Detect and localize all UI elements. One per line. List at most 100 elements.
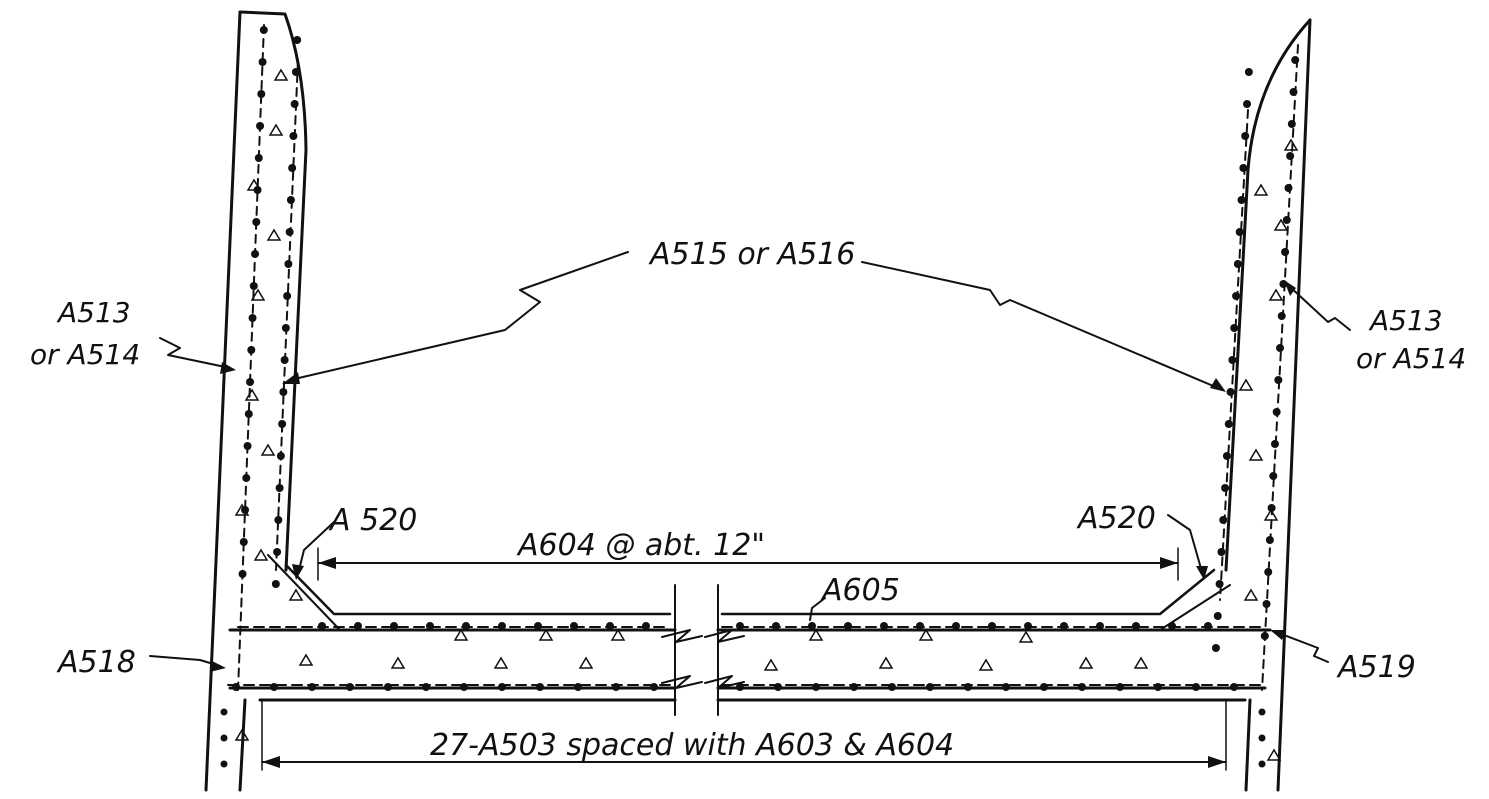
label-top-long: A605	[820, 573, 900, 608]
rebar-dot	[258, 58, 267, 66]
rebar-dot	[1230, 324, 1239, 332]
rebar-dot	[808, 622, 816, 630]
rebar-dot	[318, 622, 326, 630]
rebar-dot	[1040, 683, 1048, 691]
label-stirrup-outer-right-line2: or A514	[1356, 342, 1466, 375]
aggregate-mark	[1078, 656, 1094, 669]
rebar-dot	[1287, 120, 1296, 128]
rebar-dot	[1277, 312, 1286, 320]
rebar-dot	[220, 734, 228, 742]
aggregate-mark	[298, 653, 314, 666]
dimension-bottom	[261, 699, 1227, 771]
aggregate-mark	[260, 443, 276, 456]
rebar-dot	[1244, 68, 1253, 76]
aggregate-mark	[878, 656, 894, 669]
rebar-dot	[270, 683, 278, 691]
aggregate-mark	[234, 728, 250, 741]
aggregate-mark	[493, 656, 509, 669]
label-stirrup-outer-right-line1: A513	[1368, 304, 1443, 337]
rebar-dot	[426, 622, 434, 630]
aggregate-mark	[390, 656, 406, 669]
rebar-dot	[1286, 152, 1295, 160]
rebar-dot	[289, 132, 298, 140]
rebar-dot	[1002, 683, 1010, 691]
aggregate-mark	[253, 548, 269, 561]
rebar-dot	[650, 683, 658, 691]
left-wall	[204, 10, 308, 792]
rebar-dot	[536, 683, 544, 691]
rebar-dot	[1221, 484, 1230, 492]
rebar-dot	[259, 26, 268, 34]
rebar-dot	[1258, 734, 1266, 742]
aggregate-mark	[234, 503, 250, 516]
rebar-dot	[1282, 216, 1291, 224]
rebar-dot	[1243, 100, 1252, 108]
rebar-dot	[291, 68, 300, 76]
rebar-dot	[1276, 344, 1285, 352]
rebar-dot	[1204, 622, 1212, 630]
rebar-dot	[274, 516, 283, 524]
rebar-dot	[1116, 683, 1124, 691]
rebar-dot	[888, 683, 896, 691]
rebar-dot	[1237, 196, 1246, 204]
label-bottom-bars: 27-A503 spaced with A603 & A604	[430, 728, 954, 763]
rebar-dot	[926, 683, 934, 691]
rebar-dot	[1230, 683, 1238, 691]
break-lines	[661, 584, 745, 716]
rebar-dot	[850, 683, 858, 691]
aggregate-mark	[1253, 183, 1269, 196]
aggregate-mark	[244, 388, 260, 401]
rebar-dot	[612, 683, 620, 691]
rebar-dot	[1078, 683, 1086, 691]
rebar-dot	[283, 292, 292, 300]
rebar-dot	[1270, 440, 1279, 448]
rebar-dot	[1132, 622, 1140, 630]
rebar-dot	[252, 218, 261, 226]
rebar-dot	[1264, 568, 1273, 576]
rebar-dot	[308, 683, 316, 691]
rebar-dot	[293, 36, 302, 44]
rebar-dot	[273, 548, 282, 556]
rebar-dot	[1222, 452, 1231, 460]
aggregate-mark	[1248, 448, 1264, 461]
rebar-dot	[284, 260, 293, 268]
rebar-dot	[1289, 88, 1298, 96]
rebar-dot	[354, 622, 362, 630]
rebar-dot	[1219, 516, 1228, 524]
rebar-dot	[346, 683, 354, 691]
aggregate-mark	[918, 628, 934, 641]
rebar-dot	[952, 622, 960, 630]
rebar-dot	[1241, 132, 1250, 140]
rebar-dot	[220, 760, 228, 768]
aggregate-mark	[1266, 748, 1282, 761]
aggregate-mark	[1273, 218, 1289, 231]
rebar-dot	[1226, 388, 1235, 396]
rebar-dot	[290, 100, 299, 108]
aggregate-mark	[1243, 588, 1259, 601]
aggregate-mark	[453, 628, 469, 641]
rebar-dot	[1213, 612, 1222, 620]
rebar-dot	[254, 154, 263, 162]
rebar-dot	[271, 580, 280, 588]
rebar-dot	[1291, 56, 1300, 64]
dimension-top	[317, 547, 1179, 581]
label-stirrup-mid: A515 or A516	[648, 237, 855, 272]
rebar-dot	[279, 388, 288, 396]
rebar-dot	[285, 228, 294, 236]
rebar-dot	[1228, 356, 1237, 364]
aggregate-mark	[808, 628, 824, 641]
aggregate-mark	[1133, 656, 1149, 669]
rebar-dot	[1192, 683, 1200, 691]
rebar-dot	[232, 683, 240, 691]
rebar-dot	[1235, 228, 1244, 236]
rebar-dot	[812, 683, 820, 691]
rebar-dot	[916, 622, 924, 630]
rebar-dot	[1239, 164, 1248, 172]
label-stirrup-outer-left-line1: A513	[56, 296, 131, 329]
rebar-dot	[772, 622, 780, 630]
rebar-dot	[1060, 622, 1068, 630]
rebar-dot	[1154, 683, 1162, 691]
aggregate-marks	[234, 68, 1299, 761]
right-wall	[1219, 18, 1312, 792]
rebar-dot	[246, 378, 255, 386]
